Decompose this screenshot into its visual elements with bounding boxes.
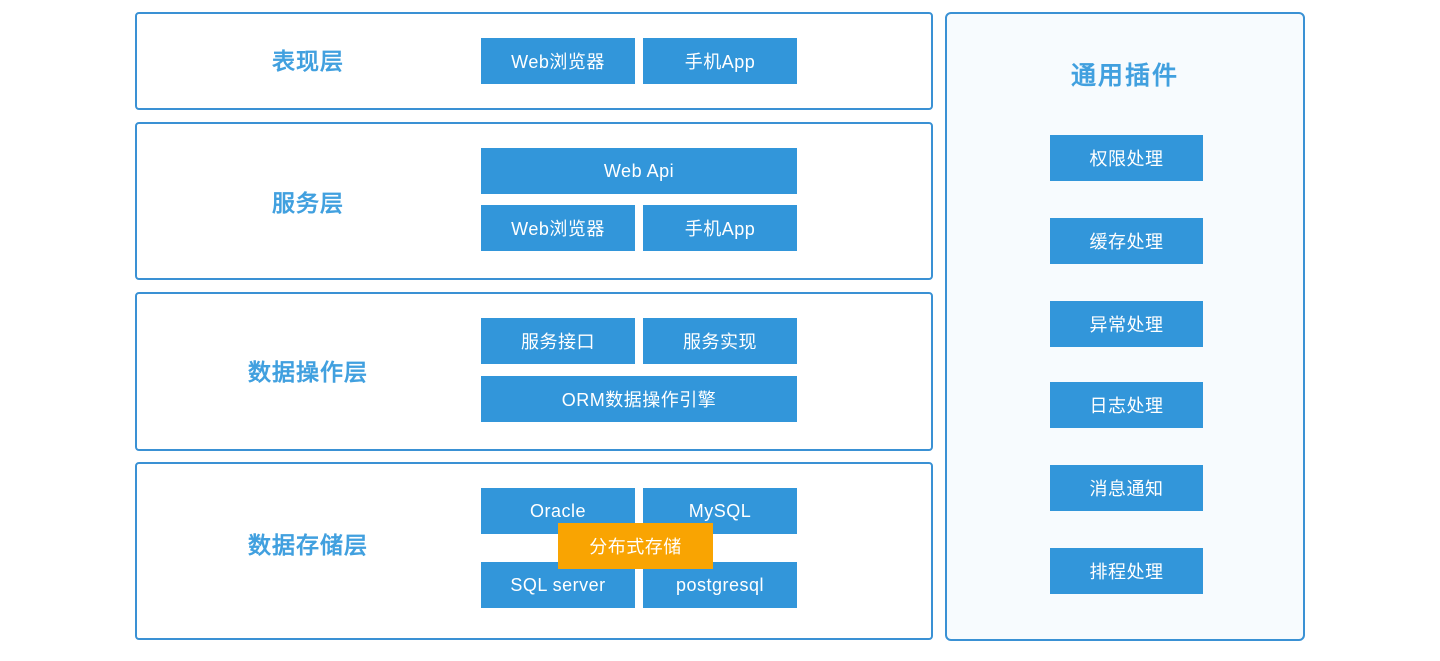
plugin-notification[interactable]: 消息通知 <box>1050 465 1203 511</box>
block-sql-server[interactable]: SQL server <box>481 562 635 608</box>
block-distributed-storage[interactable]: 分布式存储 <box>558 523 713 569</box>
layer-label-data-operation: 数据操作层 <box>248 359 368 385</box>
plugin-panel-title: 通用插件 <box>1070 62 1179 90</box>
layer-label-service: 服务层 <box>272 190 344 216</box>
block-mobile-app-2[interactable]: 手机App <box>643 205 797 251</box>
plugin-cache[interactable]: 缓存处理 <box>1050 218 1203 264</box>
plugin-scheduling[interactable]: 排程处理 <box>1050 548 1203 594</box>
plugin-logging[interactable]: 日志处理 <box>1050 382 1203 428</box>
layer-label-data-storage: 数据存储层 <box>248 532 368 558</box>
block-mobile-app[interactable]: 手机App <box>643 38 797 84</box>
block-service-implement[interactable]: 服务实现 <box>643 318 797 364</box>
plugin-permission[interactable]: 权限处理 <box>1050 135 1203 181</box>
block-orm-engine[interactable]: ORM数据操作引擎 <box>481 376 797 422</box>
block-web-browser[interactable]: Web浏览器 <box>481 38 635 84</box>
layer-label-presentation: 表现层 <box>272 48 344 74</box>
block-service-interface[interactable]: 服务接口 <box>481 318 635 364</box>
block-postgresql[interactable]: postgresql <box>643 562 797 608</box>
plugin-exception[interactable]: 异常处理 <box>1050 301 1203 347</box>
block-web-browser-2[interactable]: Web浏览器 <box>481 205 635 251</box>
block-web-api[interactable]: Web Api <box>481 148 797 194</box>
